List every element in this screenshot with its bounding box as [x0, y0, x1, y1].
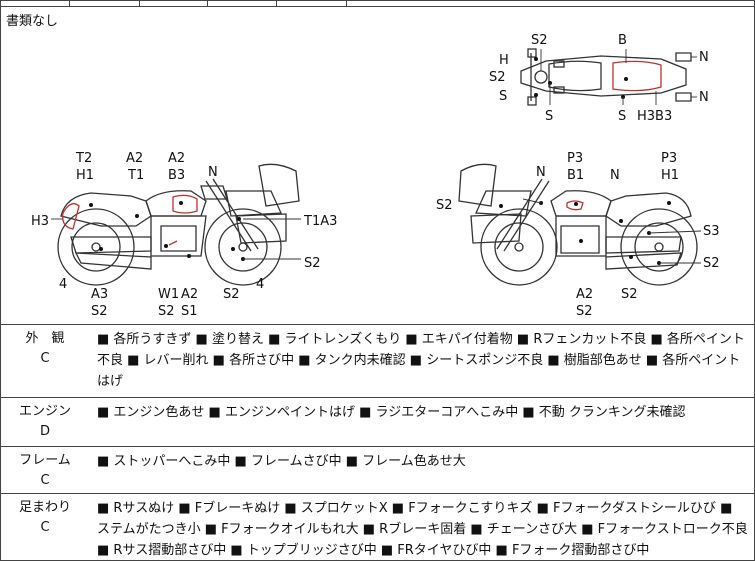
diagram-label: A2 — [126, 151, 143, 166]
diagram-label: S2 — [436, 198, 453, 213]
bike-top-view — [520, 48, 692, 106]
diagram-label: S2 — [304, 256, 321, 271]
diagram-label: S2 — [621, 287, 638, 302]
diagram-label: A2 — [168, 151, 185, 166]
section-description: ■ エンジン色あせ ■ エンジンペイントはげ ■ ラジエターコアへこみ中 ■ 不… — [97, 405, 686, 420]
diagram-label: S2 — [703, 256, 720, 271]
section-exterior: 外 観 C ■ 各所うすきず ■ 塗り替え ■ ライトレンズくもり ■ エキパイ… — [1, 324, 754, 398]
diagram-label: S2 — [223, 287, 240, 302]
diagram-label: B3 — [168, 168, 185, 183]
diagram-label: A2 — [576, 287, 593, 302]
category-name: 外 観 — [25, 331, 65, 346]
diagram-label: S2 — [158, 304, 175, 319]
document-note: 書類なし — [6, 14, 59, 29]
diagram-label: 4 — [59, 277, 67, 292]
category-grade: C — [40, 351, 50, 366]
diagram-label: W1 — [158, 287, 179, 302]
category-name: エンジン — [18, 404, 71, 419]
diagram-label: B1 — [567, 168, 584, 183]
diagram-label: S2 — [576, 304, 593, 319]
leader-lines — [51, 49, 702, 264]
bike-left-view — [57, 163, 300, 286]
category-grade: C — [40, 473, 50, 488]
diagram-label: H — [499, 53, 509, 68]
section-frame: フレーム C ■ ストッパーへこみ中 ■ フレームさび中 ■ フレーム色あせ大 — [1, 446, 754, 494]
section-category: フレーム C — [1, 447, 89, 494]
diagram-label: P3 — [567, 151, 583, 166]
section-suspension: 足まわり C ■ Rサスぬけ ■ Fブレーキぬけ ■ スプロケットX ■ Fフォ… — [1, 493, 754, 561]
top-table-row — [1, 1, 754, 7]
diagram-label: N — [699, 90, 709, 105]
motorcycle-diagram: S2 B H N S2 S N S S H3B3 T2 H1 A2 T1 A2 … — [31, 33, 720, 319]
diagram-label: H1 — [661, 168, 679, 183]
damage-diagram: S2 B H N S2 S N S S H3B3 T2 H1 A2 T1 A2 … — [1, 7, 754, 324]
diagram-label: N — [699, 50, 709, 65]
diagram-label: B — [618, 33, 627, 48]
diagram-label: S2 — [531, 33, 548, 48]
diagram-label: N — [610, 168, 620, 183]
diagram-label: S3 — [703, 224, 720, 239]
section-engine: エンジン D ■ エンジン色あせ ■ エンジンペイントはげ ■ ラジエターコアへ… — [1, 397, 754, 447]
diagram-label: S2 — [489, 70, 506, 85]
section-category: 外 観 C — [1, 325, 89, 398]
diagram-label: S1 — [181, 304, 198, 319]
bike-right-view — [458, 163, 698, 286]
diagram-label: N — [536, 165, 546, 180]
diagram-label: S2 — [91, 304, 108, 319]
category-name: 足まわり — [18, 500, 71, 515]
diagram-label: H3B3 — [637, 109, 672, 124]
category-grade: C — [40, 520, 50, 535]
section-category: 足まわり C — [1, 494, 89, 561]
diagram-label-group: S2 B H N S2 S N S S H3B3 T2 H1 A2 T1 A2 … — [31, 33, 720, 319]
section-description: ■ 各所うすきず ■ 塗り替え ■ ライトレンズくもり ■ エキパイ付着物 ■ … — [97, 332, 745, 389]
section-description: ■ ストッパーへこみ中 ■ フレームさび中 ■ フレーム色あせ大 — [97, 454, 466, 469]
diagram-label: S — [545, 109, 553, 124]
diagram-label: 4 — [256, 277, 264, 292]
diagram-label: A3 — [91, 287, 108, 302]
diagram-label: H1 — [76, 168, 94, 183]
category-grade: D — [39, 424, 50, 439]
diagram-label: H3 — [31, 214, 49, 229]
category-name: フレーム — [19, 453, 71, 468]
diagram-label: P3 — [661, 151, 677, 166]
diagram-label: T2 — [75, 151, 92, 166]
section-category: エンジン D — [1, 398, 89, 447]
diagram-label: A2 — [181, 287, 198, 302]
diagram-label: S — [499, 89, 507, 104]
diagram-label: N — [208, 165, 218, 180]
diagram-label: T1A3 — [303, 214, 337, 229]
diagram-label: T1 — [127, 168, 144, 183]
diagram-label: S — [618, 109, 626, 124]
section-description: ■ Rサスぬけ ■ Fブレーキぬけ ■ スプロケットX ■ Fフォークこすりキズ… — [97, 501, 748, 558]
